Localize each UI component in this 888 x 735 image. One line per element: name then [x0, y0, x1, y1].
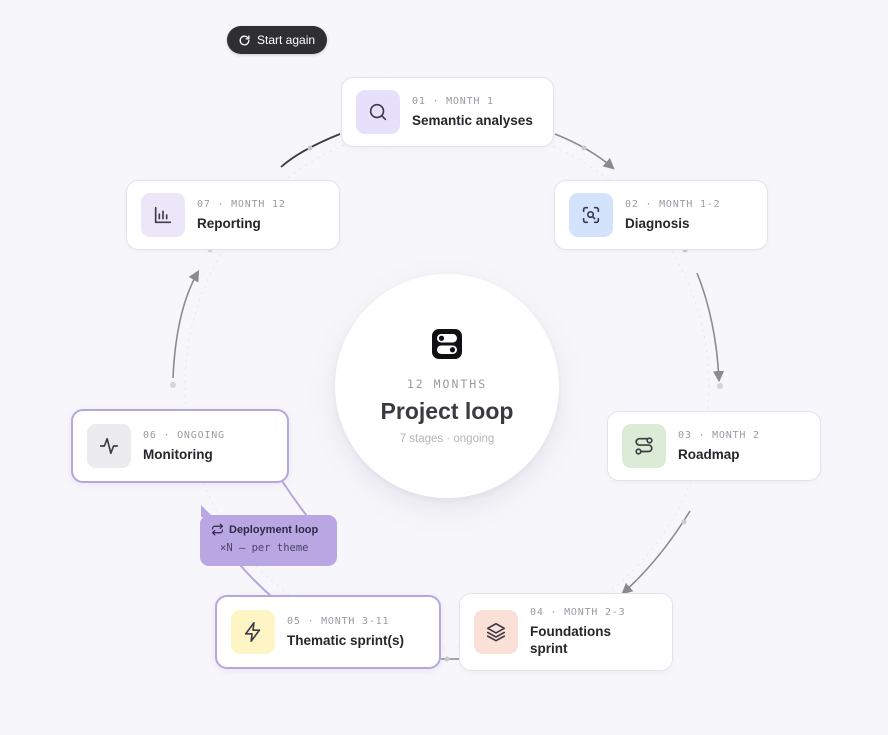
stage-title: Monitoring — [143, 446, 213, 462]
scan-search-icon — [580, 204, 602, 226]
stage-tile — [569, 193, 613, 237]
stage-meta: 03 · MONTH 2 — [678, 429, 760, 441]
bar-chart-icon — [152, 204, 174, 226]
search-icon — [367, 101, 389, 123]
stage-meta: 01 · MONTH 1 — [412, 95, 494, 107]
stage-tile — [141, 193, 185, 237]
layers-icon — [485, 621, 507, 643]
connector-01-02 — [554, 133, 615, 170]
stage-title: Semantic analyses — [412, 112, 533, 128]
stage-tile — [356, 90, 400, 134]
stage-meta: 06 · ONGOING — [143, 429, 225, 441]
stage-title: Thematic sprint(s) — [287, 632, 405, 648]
repeat-icon — [211, 523, 224, 536]
zap-icon — [242, 621, 264, 643]
stage-tile — [622, 424, 666, 468]
deployment-loop-sublabel: ×N — per theme — [220, 542, 309, 554]
stage-node-07[interactable]: 07 · MONTH 12 Reporting — [126, 180, 340, 250]
deployment-loop-connector-bottom — [239, 564, 273, 598]
refresh-icon — [238, 34, 251, 47]
route-icon — [633, 435, 655, 457]
stage-node-05[interactable]: 05 · MONTH 3-11 Thematic sprint(s) — [215, 595, 441, 669]
deployment-loop-badge: Deployment loop ×N — per theme — [200, 505, 337, 566]
stage-title: Diagnosis — [625, 215, 690, 231]
stage-meta: 02 · MONTH 1-2 — [625, 198, 721, 210]
stage-node-01[interactable]: 01 · MONTH 1 Semantic analyses — [341, 77, 554, 147]
stage-node-02[interactable]: 02 · MONTH 1-2 Diagnosis — [554, 180, 768, 250]
connector-07-01 — [280, 133, 341, 168]
duration-label: 12 MONTHS — [406, 376, 488, 391]
stage-tile — [231, 610, 275, 654]
activity-icon — [98, 435, 120, 457]
start-again-button[interactable]: Start again — [227, 26, 328, 54]
stage-tile — [87, 424, 131, 468]
connector-03-04 — [621, 510, 691, 595]
start-again-label: Start again — [257, 33, 316, 47]
stage-title: Reporting — [197, 215, 261, 231]
stage-meta: 04 · MONTH 2-3 — [530, 607, 626, 618]
stage-meta: 05 · MONTH 3-11 — [287, 615, 390, 627]
connector-06-07 — [172, 270, 200, 379]
stage-node-06[interactable]: 06 · ONGOING Monitoring — [71, 409, 289, 483]
connector-02-03 — [696, 272, 725, 383]
stage-node-03[interactable]: 03 · MONTH 2 Roadmap — [607, 411, 821, 481]
stage-title: Foundations sprint — [530, 624, 611, 656]
deployment-loop-label: Deployment loop — [229, 523, 319, 536]
center-subtitle: 7 stages · ongoing — [399, 432, 495, 445]
stage-meta: 07 · MONTH 12 — [197, 198, 286, 210]
stage-tile — [474, 610, 518, 654]
app-logo-icon — [431, 328, 463, 365]
badge-pointer — [201, 505, 213, 517]
stage-node-04[interactable]: 04 · MONTH 2-3 Foundations sprint — [459, 593, 673, 671]
stage-title: Roadmap — [678, 446, 740, 462]
project-loop-center: 12 MONTHS Project loop 7 stages · ongoin… — [335, 274, 559, 498]
center-title: Project loop — [380, 397, 514, 424]
